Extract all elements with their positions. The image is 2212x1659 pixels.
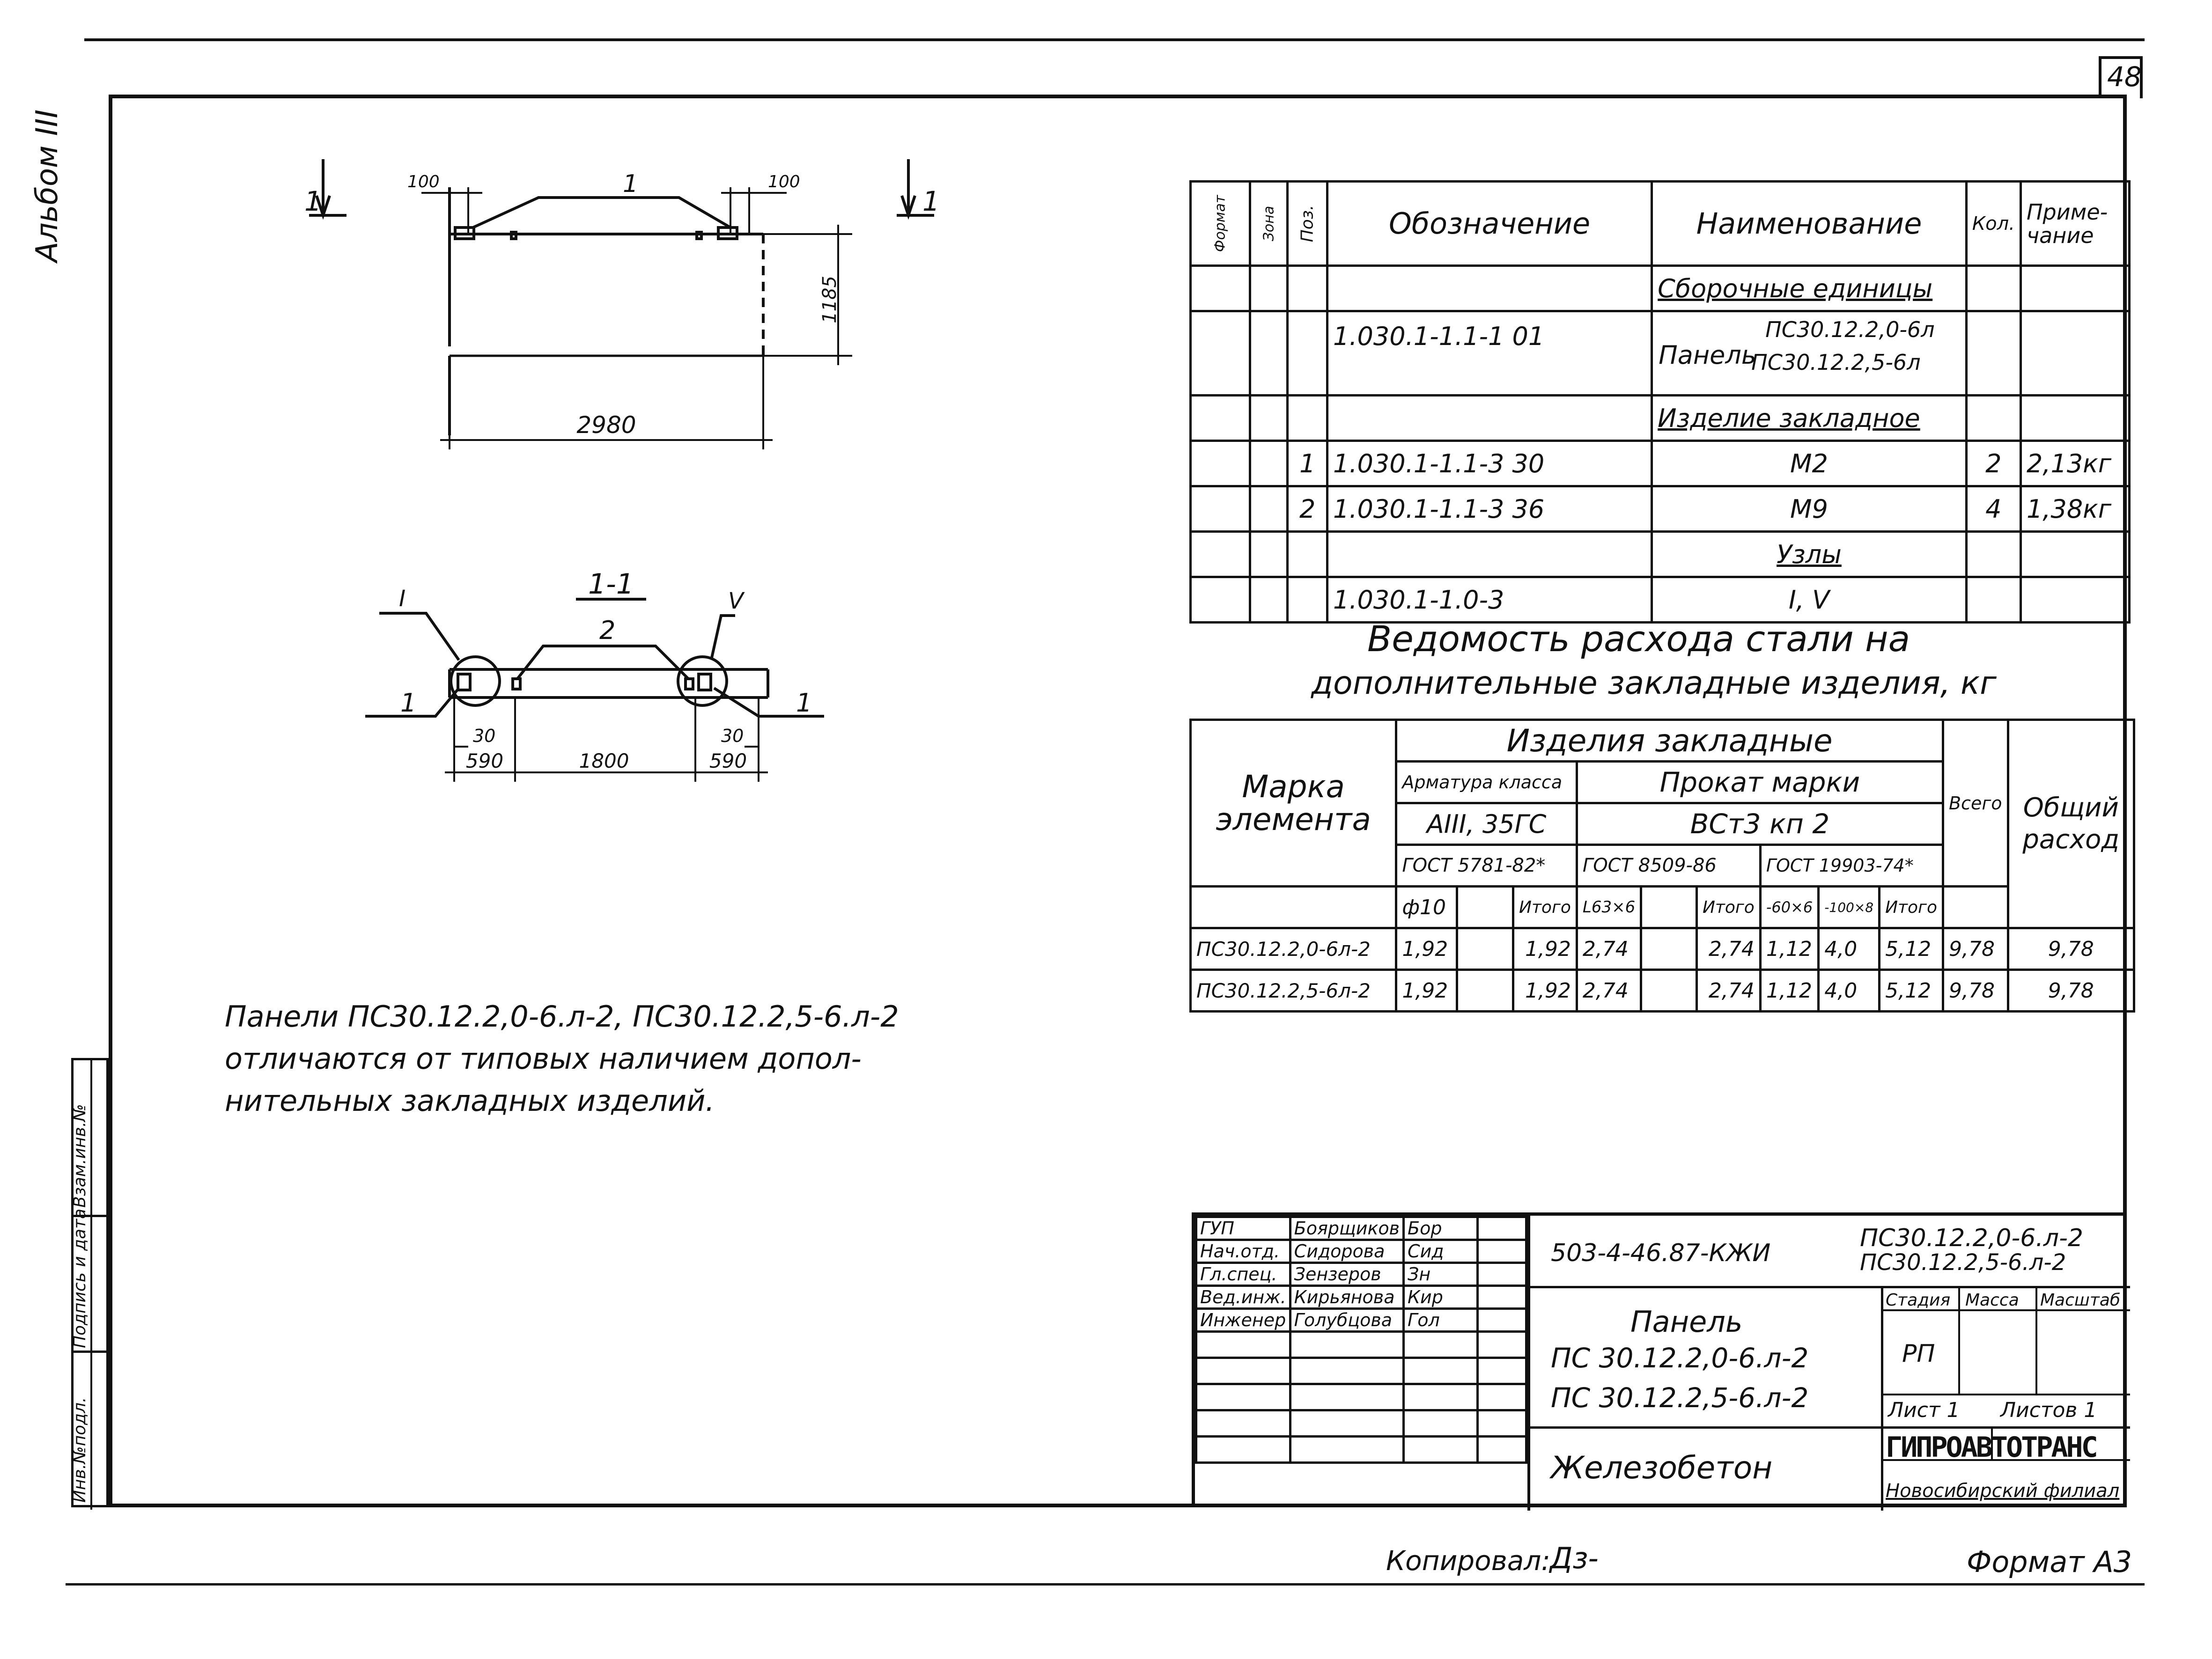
steel-row: ПС30.12.2,5-6л-2 1,92 1,92 2,74 2,74 1,1… <box>1189 969 2136 1013</box>
side-stamp <box>71 1058 111 1510</box>
copied-by-sign: Дз- <box>1550 1541 1599 1575</box>
spec-section-embedded: Изделие закладное <box>1651 394 1968 442</box>
plan-dim-width: 2980 <box>576 411 636 439</box>
material: Железобетон <box>1551 1450 1773 1486</box>
spec-h-pos: Поз. <box>1286 180 1328 267</box>
item-name-1: Панель <box>1630 1305 1743 1339</box>
side-stamp-inv: Инв.№подл. <box>70 1397 89 1503</box>
steel-title-line-2: дополнительные закладные изделия, кг <box>1311 665 1997 702</box>
plan-section-mark-left: 1 <box>304 185 322 217</box>
sheet-label: Лист 1 <box>1888 1398 1960 1422</box>
section-view: 1-1 I V 2 1 1 30 30 590 1800 590 <box>365 568 824 782</box>
spec-row: 1.030.1-1.0-3 I, V <box>1189 576 2131 624</box>
steel-h-total: Всего <box>1941 719 2009 888</box>
spec-h-format: Формат <box>1189 180 1251 267</box>
spec-h-zone: Зона <box>1248 180 1289 267</box>
item-name-3: ПС 30.12.2,5-6.л-2 <box>1551 1382 1809 1414</box>
section-pos-1-right: 1 <box>796 688 812 718</box>
spec-h-name: Наименование <box>1651 180 1968 267</box>
steel-subheader-row: ф10 Итого L63×6 Итого -60×6 -100×8 Итого <box>1189 885 2134 929</box>
plan-dim-height: 1185 <box>819 276 841 323</box>
doc-code: 503-4-46.87-КЖИ <box>1551 1239 1771 1267</box>
steel-title-line-1: Ведомость расхода стали на <box>1367 618 1910 660</box>
section-node-left: I <box>399 586 406 612</box>
spec-row: Сборочные единицы <box>1189 264 2131 312</box>
top-trim-line <box>84 38 2145 41</box>
spec-row: 1.030.1-1.1-1 01 Панель ПС30.12.2,0-6л П… <box>1189 310 2131 396</box>
section-dim-590-left: 590 <box>466 749 503 772</box>
section-dim-30-left: 30 <box>473 726 495 746</box>
spec-h-note: Приме-чание <box>2019 180 2131 267</box>
section-node-right: V <box>728 588 745 614</box>
spec-row: Узлы <box>1189 530 2131 578</box>
section-pos-1-left: 1 <box>400 688 416 718</box>
spec-table: Формат Зона Поз. Обозначение Наименовани… <box>1189 180 2131 624</box>
section-dim-590-right: 590 <box>709 749 747 772</box>
section-title: 1-1 <box>588 568 634 601</box>
side-stamp-replace: Взам.инв.№ <box>70 1104 89 1208</box>
org-branch: Новосибирский филиал <box>1886 1480 2120 1502</box>
page-number-box <box>2099 56 2143 98</box>
mass-label: Масса <box>1965 1291 2019 1310</box>
org-logo: ГИПРОАВТОТРАНС <box>1886 1431 2098 1464</box>
spec-row: Изделие закладное <box>1189 394 2131 442</box>
section-dim-1800: 1800 <box>579 749 629 772</box>
spec-section-assembly: Сборочные единицы <box>1651 264 1968 312</box>
format-label: Формат А3 <box>1967 1545 2132 1579</box>
plan-dim-left: 100 <box>407 172 440 191</box>
section-pos-2: 2 <box>599 616 615 645</box>
plan-pos-label: 1 <box>623 170 638 198</box>
plan-dim-right: 100 <box>768 172 800 191</box>
spec-section-nodes: Узлы <box>1651 530 1968 578</box>
note-line-1: Панели ПС30.12.2,0-6.л-2, ПС30.12.2,5-6.… <box>225 999 899 1034</box>
side-stamp-sign: Подпись и дата <box>70 1208 89 1348</box>
scale-label: Масштаб <box>2040 1291 2121 1310</box>
sheets-label: Листов 1 <box>2000 1398 2097 1422</box>
note-line-2: отличаются от типовых наличием допол- <box>225 1042 862 1076</box>
spec-h-qty: Кол. <box>1965 180 2022 267</box>
steel-row: ПС30.12.2,0-6л-2 1,92 1,92 2,74 2,74 1,1… <box>1189 927 2136 971</box>
note-line-3: нительных закладных изделий. <box>225 1084 715 1118</box>
item-name-2: ПС 30.12.2,0-6.л-2 <box>1551 1342 1809 1374</box>
doc-mark-2: ПС30.12.2,5-6.л-2 <box>1860 1249 2066 1276</box>
steel-h-group: Изделия закладные <box>1395 719 1944 763</box>
copied-by-label: Копировал: <box>1386 1545 1550 1577</box>
page-number: 48 <box>2107 61 2142 93</box>
doc-mark-1: ПС30.12.2,0-6.л-2 <box>1860 1224 2083 1252</box>
album-label: Альбом III <box>30 109 65 262</box>
plan-section-mark-right: 1 <box>922 185 940 217</box>
spec-h-designation: Обозначение <box>1326 180 1653 267</box>
plan-view: 1 1 100 100 1 1185 2980 <box>304 159 940 449</box>
section-dim-30-right: 30 <box>721 726 744 746</box>
stage-value: РП <box>1902 1340 1935 1368</box>
stage-label: Стадия <box>1886 1291 1951 1310</box>
bottom-trim-line <box>66 1583 2145 1586</box>
